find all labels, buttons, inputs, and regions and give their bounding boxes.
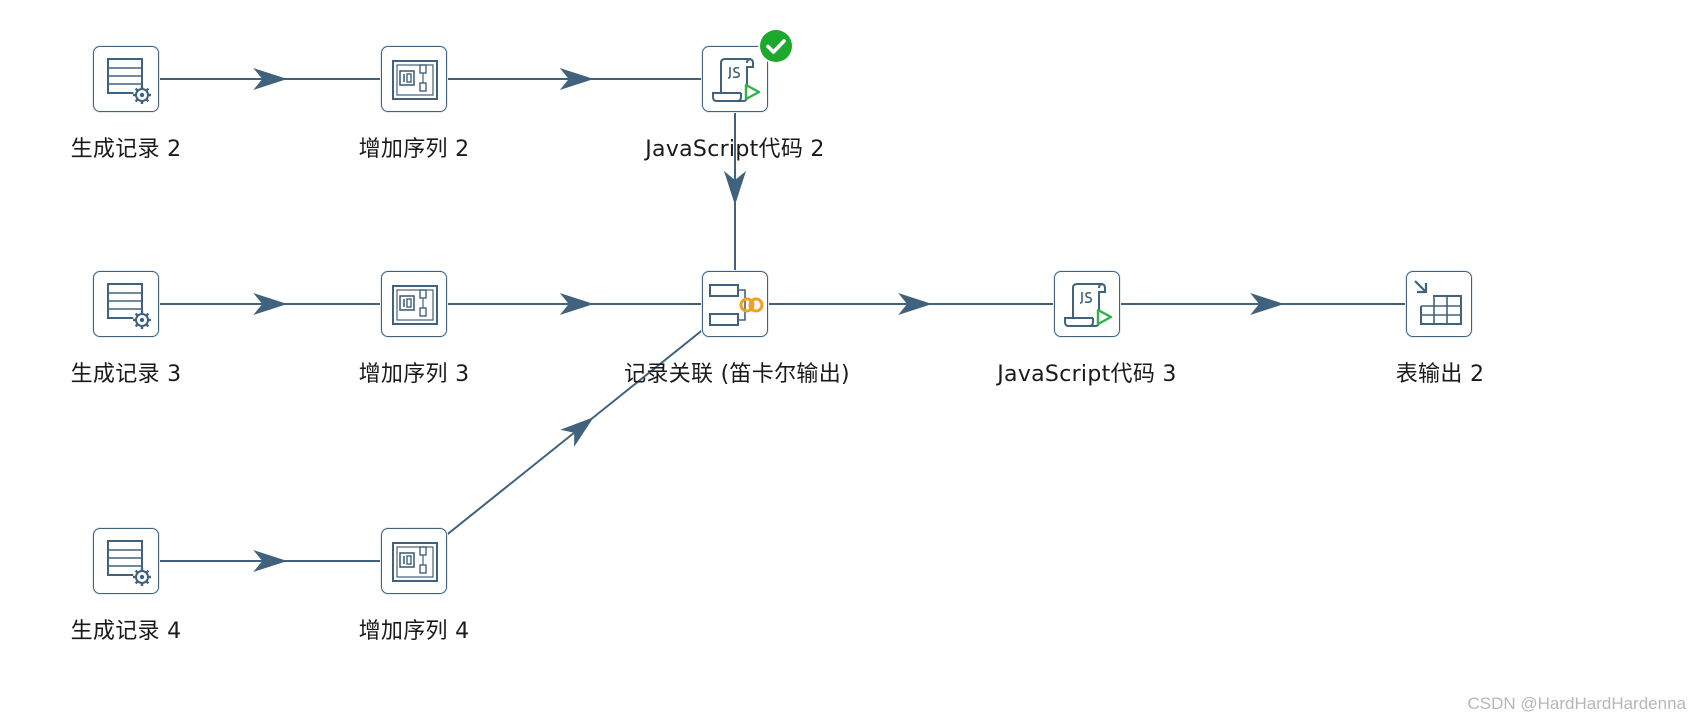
watermark: CSDN @HardHardHardenna — [1467, 694, 1686, 713]
step-add-sequence-3[interactable] — [381, 271, 447, 337]
hop-arrow-icon — [253, 293, 288, 315]
step-label: 增加序列 3 — [358, 362, 470, 387]
step-label: 表输出 2 — [1395, 362, 1485, 387]
step-label: 记录关联 (笛卡尔输出) — [624, 362, 850, 387]
step-add-sequence-2[interactable] — [381, 46, 447, 112]
step-label: 增加序列 4 — [358, 619, 470, 644]
hop-arrow-icon — [724, 171, 746, 205]
step-table-output-2[interactable] — [1406, 271, 1472, 337]
success-check-icon — [760, 30, 792, 62]
step-label: 生成记录 4 — [70, 619, 182, 644]
hop-arrow-icon — [1250, 293, 1285, 315]
step-label: JavaScript代码 3 — [997, 362, 1177, 387]
step-label: 增加序列 2 — [358, 137, 470, 162]
hop-arrow-icon — [253, 68, 288, 90]
step-javascript-2[interactable] — [702, 46, 768, 112]
step-generate-rows-4[interactable] — [93, 528, 159, 594]
hop-arrow-icon — [560, 417, 594, 447]
hop-arrow-icon — [559, 68, 594, 90]
hop-arrow-icon — [559, 293, 594, 315]
step-javascript-3[interactable] — [1054, 271, 1120, 337]
step-generate-rows-3[interactable] — [93, 271, 159, 337]
hop-arrow-icon — [898, 293, 933, 315]
step-join-rows[interactable] — [702, 271, 768, 337]
step-label: 生成记录 3 — [70, 362, 182, 387]
hop-arrow-icon — [253, 550, 288, 572]
step-add-sequence-4[interactable] — [381, 528, 447, 594]
step-label: JavaScript代码 2 — [645, 137, 825, 162]
step-generate-rows-2[interactable] — [93, 46, 159, 112]
step-label: 生成记录 2 — [70, 137, 182, 162]
